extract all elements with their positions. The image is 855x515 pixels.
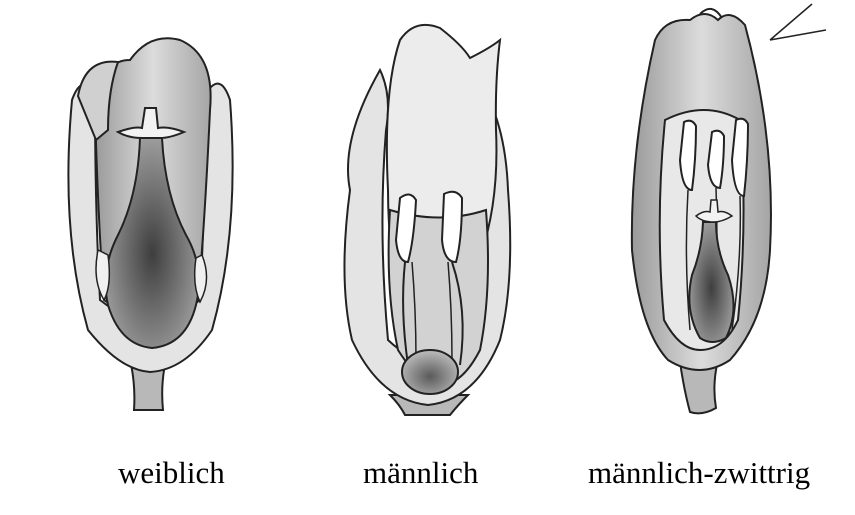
herm-anther-middle: [708, 131, 724, 188]
female-flower: [68, 38, 232, 410]
male-flower: [344, 25, 510, 415]
flower-illustrations: [0, 0, 855, 440]
herm-pointer-lines: [770, 4, 826, 40]
male-hermaphrodite-flower: [632, 4, 826, 413]
caption-female: weiblich: [118, 455, 225, 491]
caption-male-hermaphrodite: männlich-zwittrig: [588, 455, 810, 491]
herm-anther-left: [680, 121, 696, 190]
male-anther-right: [442, 192, 462, 262]
male-rudimentary-ovary: [402, 350, 458, 394]
herm-anther-right: [732, 119, 748, 196]
caption-male: männlich: [363, 455, 478, 491]
